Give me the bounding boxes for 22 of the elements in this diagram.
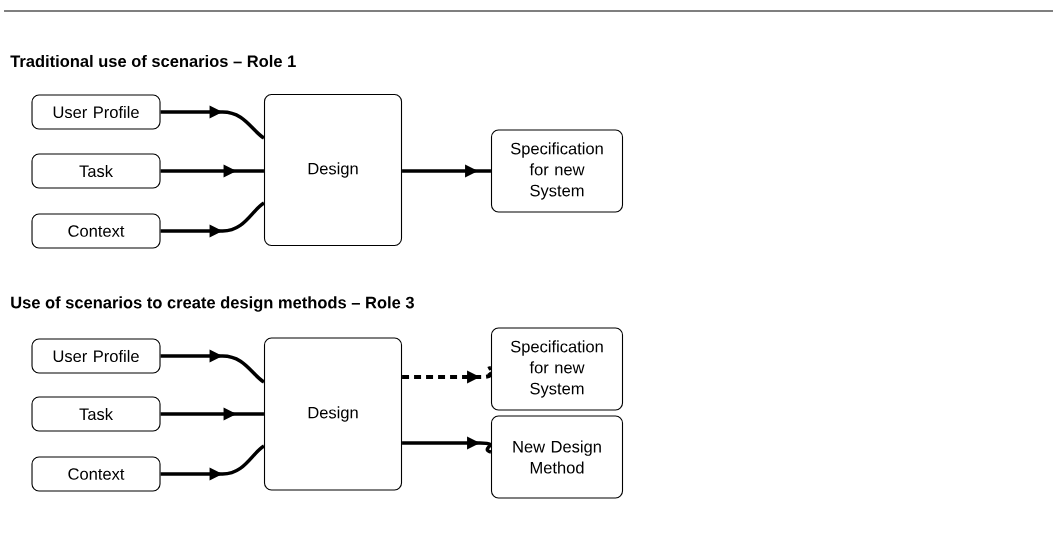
section-heading: Traditional use of scenarios – Role 1 bbox=[10, 54, 296, 68]
process-box: Specification for new System bbox=[490, 129, 624, 213]
process-box: Task bbox=[31, 153, 161, 189]
arrow bbox=[402, 164, 491, 178]
arrow bbox=[160, 105, 265, 140]
process-box: Context bbox=[31, 456, 161, 492]
section-heading: Use of scenarios to create design methods – Role 3 bbox=[11, 296, 414, 312]
process-box: Context bbox=[31, 213, 161, 249]
process-box: User Profile bbox=[31, 94, 161, 130]
arrow bbox=[402, 436, 492, 454]
process-box: Design bbox=[263, 337, 403, 491]
process-box: Specification for new System bbox=[490, 327, 624, 411]
process-box: Task bbox=[31, 396, 161, 432]
process-box: User Profile bbox=[31, 338, 161, 374]
process-box: New Design Method bbox=[490, 415, 624, 499]
arrow bbox=[160, 349, 265, 384]
arrow bbox=[160, 164, 264, 178]
arrow bbox=[160, 407, 264, 421]
process-box: Design bbox=[263, 93, 403, 247]
arrow bbox=[160, 201, 265, 238]
arrow bbox=[402, 366, 492, 384]
arrow bbox=[160, 444, 265, 481]
